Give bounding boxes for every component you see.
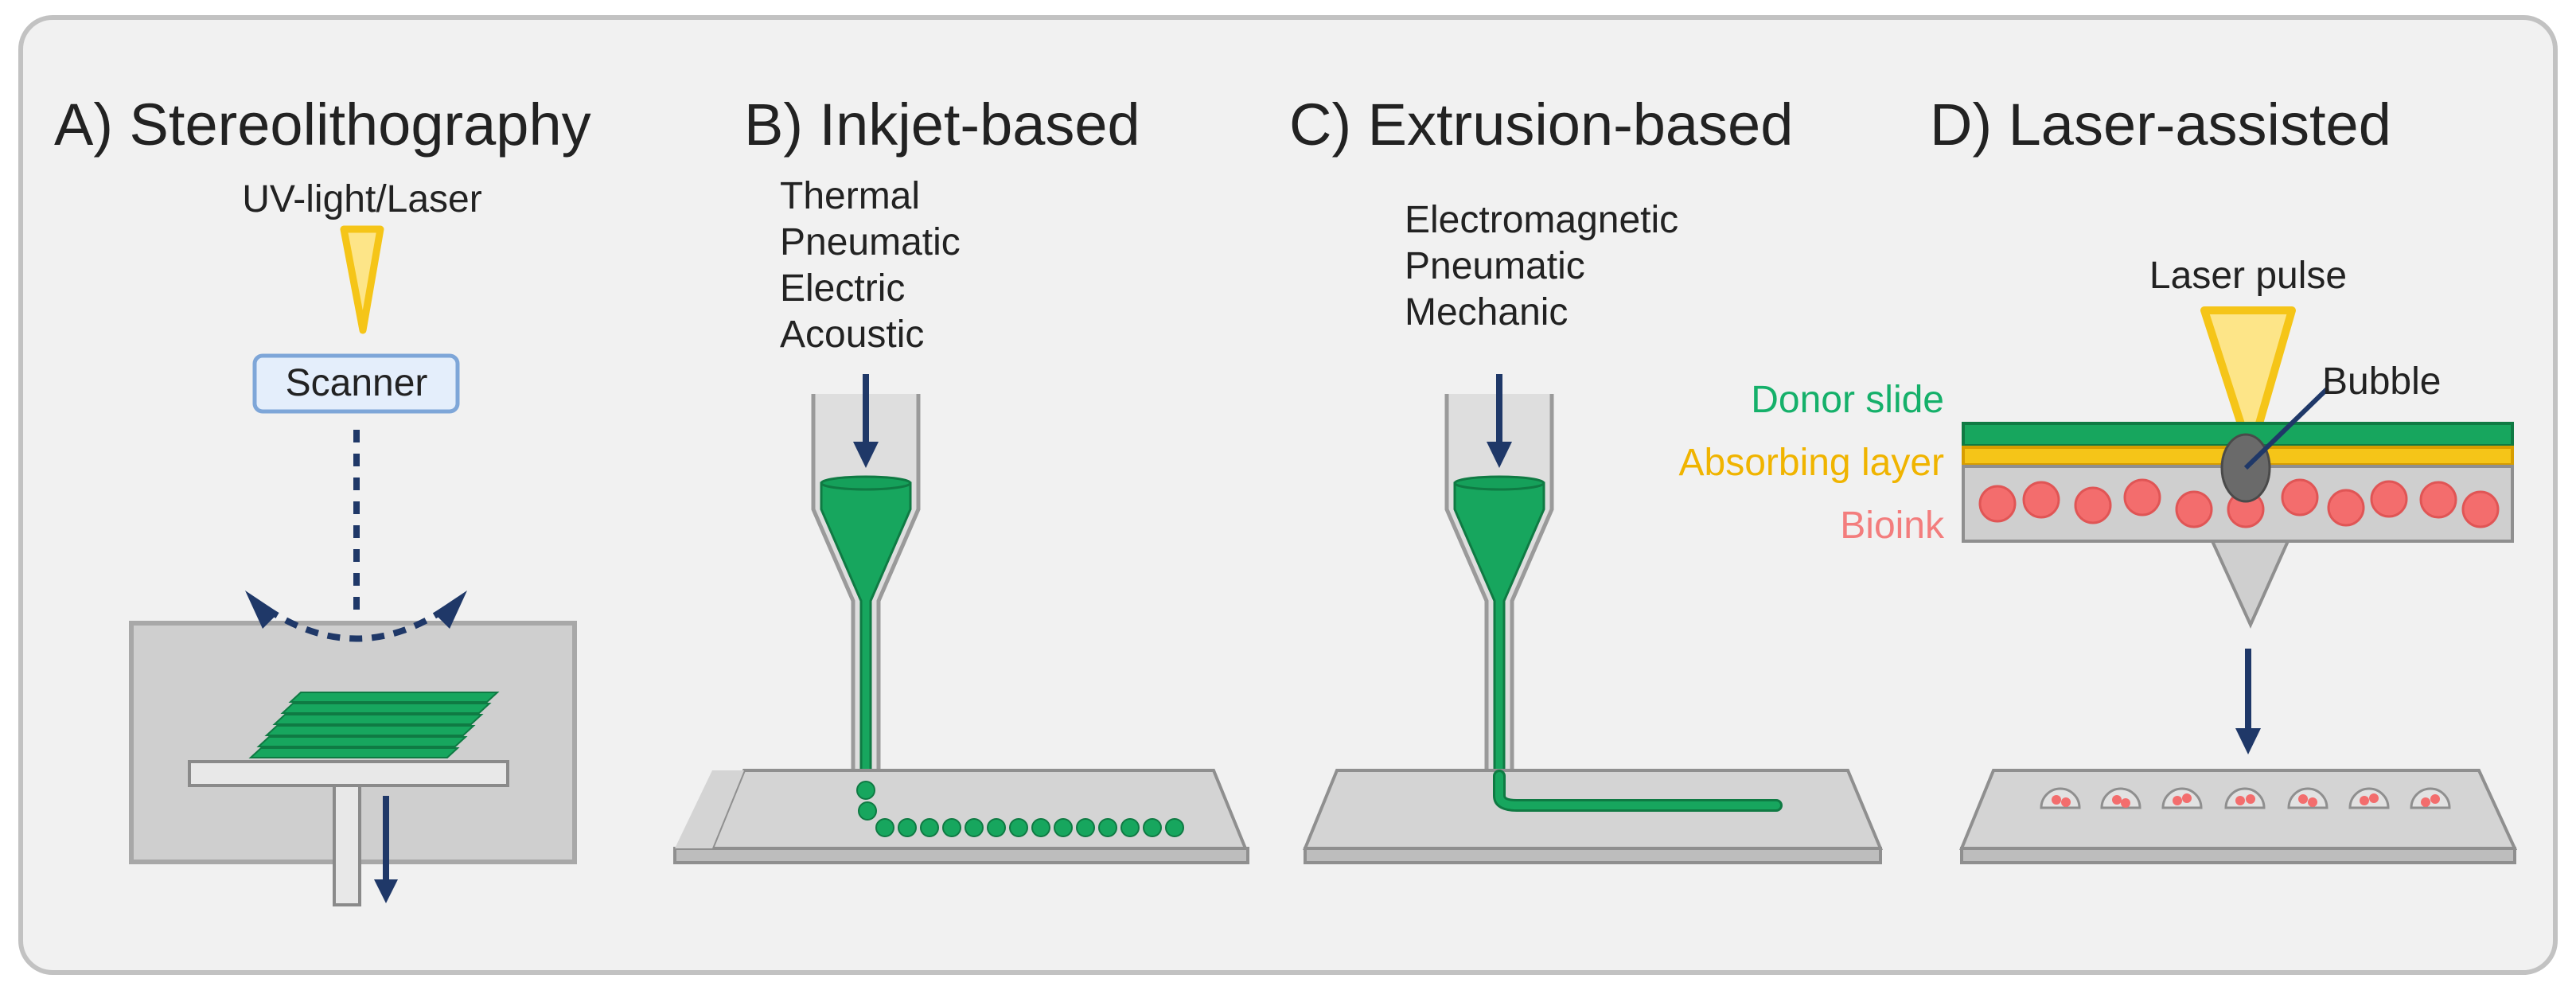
actuation-electromagnetic: Electromagnetic <box>1405 199 1678 241</box>
extrusion-substrate-edge <box>1304 847 1882 864</box>
actuation-acoustic: Acoustic <box>780 314 924 356</box>
laser-pulse-icon <box>2200 306 2296 458</box>
deposited-droplets <box>2040 787 2451 809</box>
actuation-thermal: Thermal <box>780 175 920 217</box>
scan-arrow-right-icon <box>434 591 467 629</box>
receiving-substrate-top <box>1959 769 2518 850</box>
donor-slide-label: Donor slide <box>1751 379 1944 421</box>
platform-stem <box>333 784 361 906</box>
scan-arc <box>264 606 448 642</box>
scanner-label: Scanner <box>286 362 428 404</box>
panel-b-title: B) Inkjet-based <box>744 92 1140 158</box>
bubble-label: Bubble <box>2322 361 2441 403</box>
inkjet-substrate-top <box>710 769 1248 850</box>
actuation-mechanic: Mechanic <box>1405 291 1568 333</box>
panel-c-title: C) Extrusion-based <box>1289 92 1793 158</box>
printed-layers <box>248 692 500 758</box>
extruded-filament-core <box>1495 772 1780 809</box>
extrusion-ink-surface <box>1453 475 1545 491</box>
actuation-pneumatic-c: Pneumatic <box>1405 245 1585 287</box>
receiving-substrate-edge <box>1960 847 2516 864</box>
inkjet-substrate-side <box>675 770 744 848</box>
inkjet-ink-surface <box>820 475 912 491</box>
inkjet-droplets <box>856 781 1184 837</box>
platform-arrowhead-icon <box>374 879 398 903</box>
panel-extrusion: C) Extrusion-based Electromagnetic Pneum… <box>1289 92 1884 864</box>
ejected-jet <box>2209 540 2291 629</box>
bubble-pointer <box>2243 386 2330 470</box>
bioink-label: Bioink <box>1840 505 1945 547</box>
panel-d-title: D) Laser-assisted <box>1930 92 2391 158</box>
transfer-arrowhead-icon <box>2235 728 2261 754</box>
uv-light-label: UV-light/Laser <box>242 178 481 220</box>
build-platform <box>188 760 509 787</box>
bioink-cells <box>1978 478 2500 528</box>
inkjet-substrate-edge <box>673 847 1249 864</box>
actuation-pneumatic: Pneumatic <box>780 221 961 263</box>
inkjet-arrowhead-icon <box>853 442 879 468</box>
uv-light-icon <box>340 225 384 334</box>
extrusion-arrowhead-icon <box>1487 442 1512 468</box>
panel-stereolithography: A) Stereolithography UV-light/Laser Scan… <box>54 92 591 906</box>
absorbing-layer-label: Absorbing layer <box>1678 442 1944 484</box>
panel-laser-assisted: D) Laser-assisted Laser pulse Bubble <box>1678 92 2518 864</box>
panel-inkjet: B) Inkjet-based Thermal Pneumatic Electr… <box>673 92 1249 864</box>
scan-arrow-left-icon <box>245 591 279 629</box>
actuation-electric: Electric <box>780 267 905 310</box>
laser-pulse-label: Laser pulse <box>2149 255 2347 297</box>
scanner-box <box>252 353 460 414</box>
diagram-frame <box>18 15 2558 975</box>
panel-a-title: A) Stereolithography <box>54 92 591 158</box>
